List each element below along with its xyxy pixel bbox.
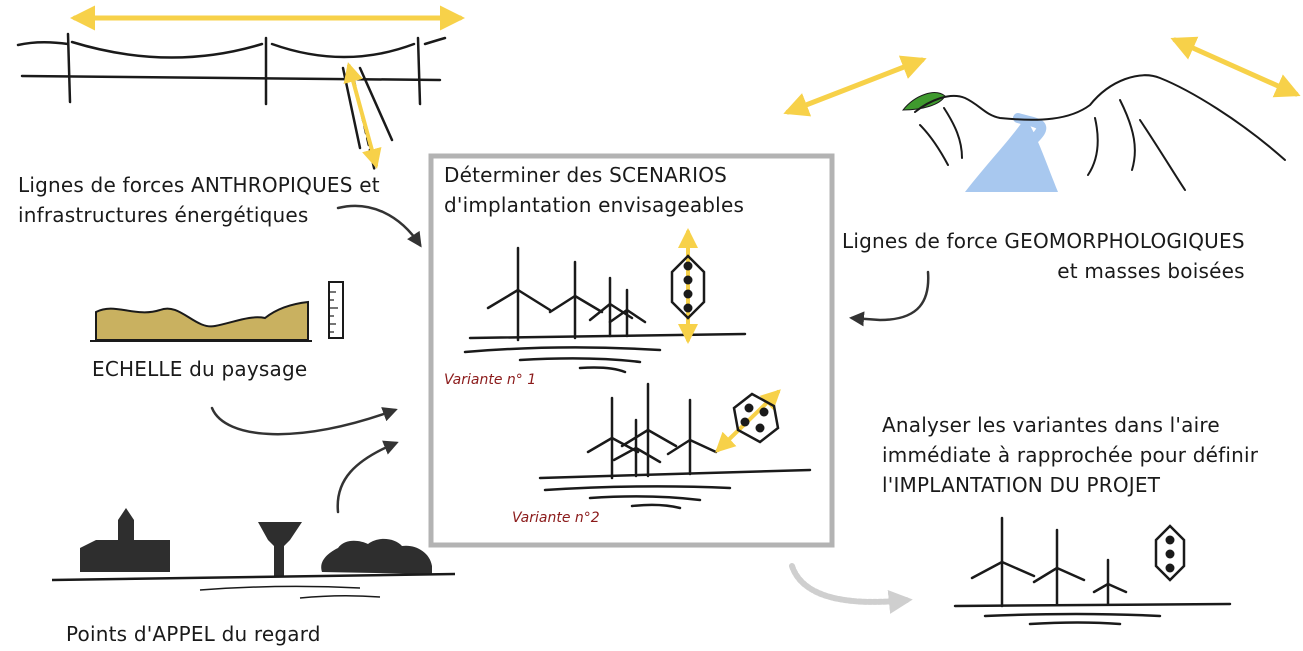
variant1-label: Variante n° 1 — [444, 372, 537, 388]
variant1-dots — [683, 261, 693, 313]
appeal-points-label: Points d'APPEL du regard — [66, 622, 321, 646]
scenario-title: Déterminer des SCENARIOS d'implantation … — [444, 160, 744, 220]
scenario-line-2: d'implantation envisageables — [444, 193, 745, 217]
analyse-label: Analyser les variantes dans l'aire imméd… — [882, 410, 1300, 500]
analyse-line-3: l'IMPLANTATION DU PROJET — [882, 473, 1161, 497]
geomorphology-illustration — [783, 36, 1301, 192]
variant1-illustration — [463, 228, 747, 374]
anthropic-line-2: infrastructures énergétiques — [18, 203, 309, 227]
geomorph-line-1: Lignes de force GEOMORPHOLOGIQUES — [842, 229, 1245, 253]
final-project-dots — [1165, 535, 1175, 573]
analyse-line-2: immédiate à rapprochée pour définir — [882, 443, 1259, 467]
landscape-scale-label: ECHELLE du paysage — [92, 357, 308, 381]
landscape-scale-illustration — [90, 281, 344, 342]
variant2-label: Variante n°2 — [512, 510, 600, 526]
scenario-line-1: Déterminer des SCENARIOS — [444, 163, 728, 187]
geomorph-line-2: et masses boisées — [1057, 259, 1245, 283]
anthropic-forces-label: Lignes de forces ANTHROPIQUES et infrast… — [18, 170, 380, 230]
anthropic-line-1: Lignes de forces ANTHROPIQUES et — [18, 173, 380, 197]
final-project-illustration — [953, 516, 1232, 626]
geomorphology-label: Lignes de force GEOMORPHOLOGIQUES et mas… — [842, 226, 1245, 286]
landmarks-illustration — [51, 508, 456, 599]
variant2-dots — [740, 403, 769, 433]
variant2-illustration — [538, 382, 812, 510]
connector-arrows — [210, 204, 930, 614]
analyse-line-1: Analyser les variantes dans l'aire — [882, 413, 1220, 437]
scenario-box — [428, 153, 835, 548]
power-lines-illustration — [16, 5, 465, 174]
